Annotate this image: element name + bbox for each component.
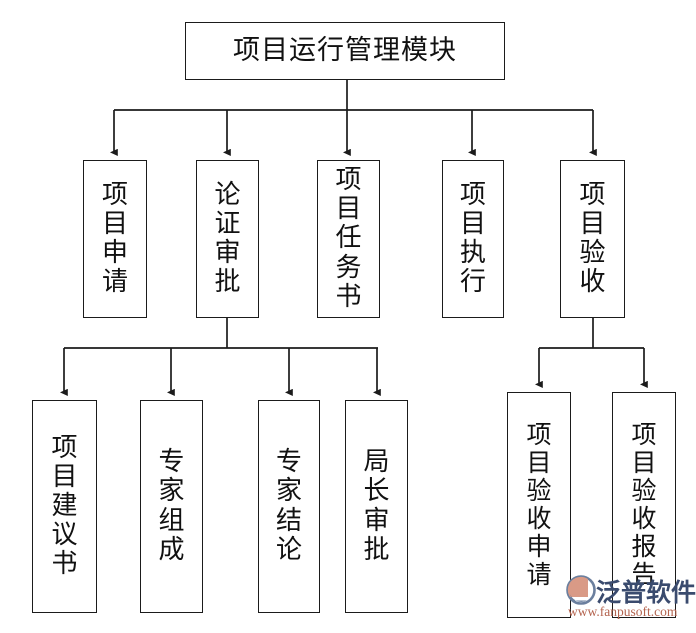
node-label: 项目验收申请 xyxy=(526,420,553,589)
node-expert-panel-composition[interactable]: 专家组成 xyxy=(140,400,203,613)
node-project-task-statement[interactable]: 项目任务书 xyxy=(317,160,380,318)
node-project-acceptance-report[interactable]: 项目验收报告 xyxy=(612,392,676,618)
node-project-execution[interactable]: 项目执行 xyxy=(442,160,504,318)
node-label: 项目申请 xyxy=(102,179,129,298)
node-project-operation-management-module[interactable]: 项目运行管理模块 xyxy=(185,22,505,80)
node-demonstration-approval[interactable]: 论证审批 xyxy=(196,160,259,318)
node-label: 项目建议书 xyxy=(51,432,79,580)
node-label: 项目执行 xyxy=(460,179,487,298)
node-label: 专家组成 xyxy=(158,447,186,565)
node-project-acceptance[interactable]: 项目验收 xyxy=(560,160,625,318)
node-label: 项目验收 xyxy=(579,179,607,298)
node-label: 项目验收报告 xyxy=(631,420,658,589)
node-director-approval[interactable]: 局长审批 xyxy=(345,400,408,613)
node-project-proposal[interactable]: 项目建议书 xyxy=(32,400,97,613)
node-label: 项目任务书 xyxy=(335,165,363,312)
node-project-acceptance-application[interactable]: 项目验收申请 xyxy=(507,392,571,618)
node-label: 项目运行管理模块 xyxy=(233,35,457,67)
node-label: 专家结论 xyxy=(276,447,303,565)
node-expert-conclusion[interactable]: 专家结论 xyxy=(258,400,320,613)
node-project-application[interactable]: 项目申请 xyxy=(83,160,147,318)
node-label: 局长审批 xyxy=(363,447,391,565)
node-label: 论证审批 xyxy=(214,179,242,298)
